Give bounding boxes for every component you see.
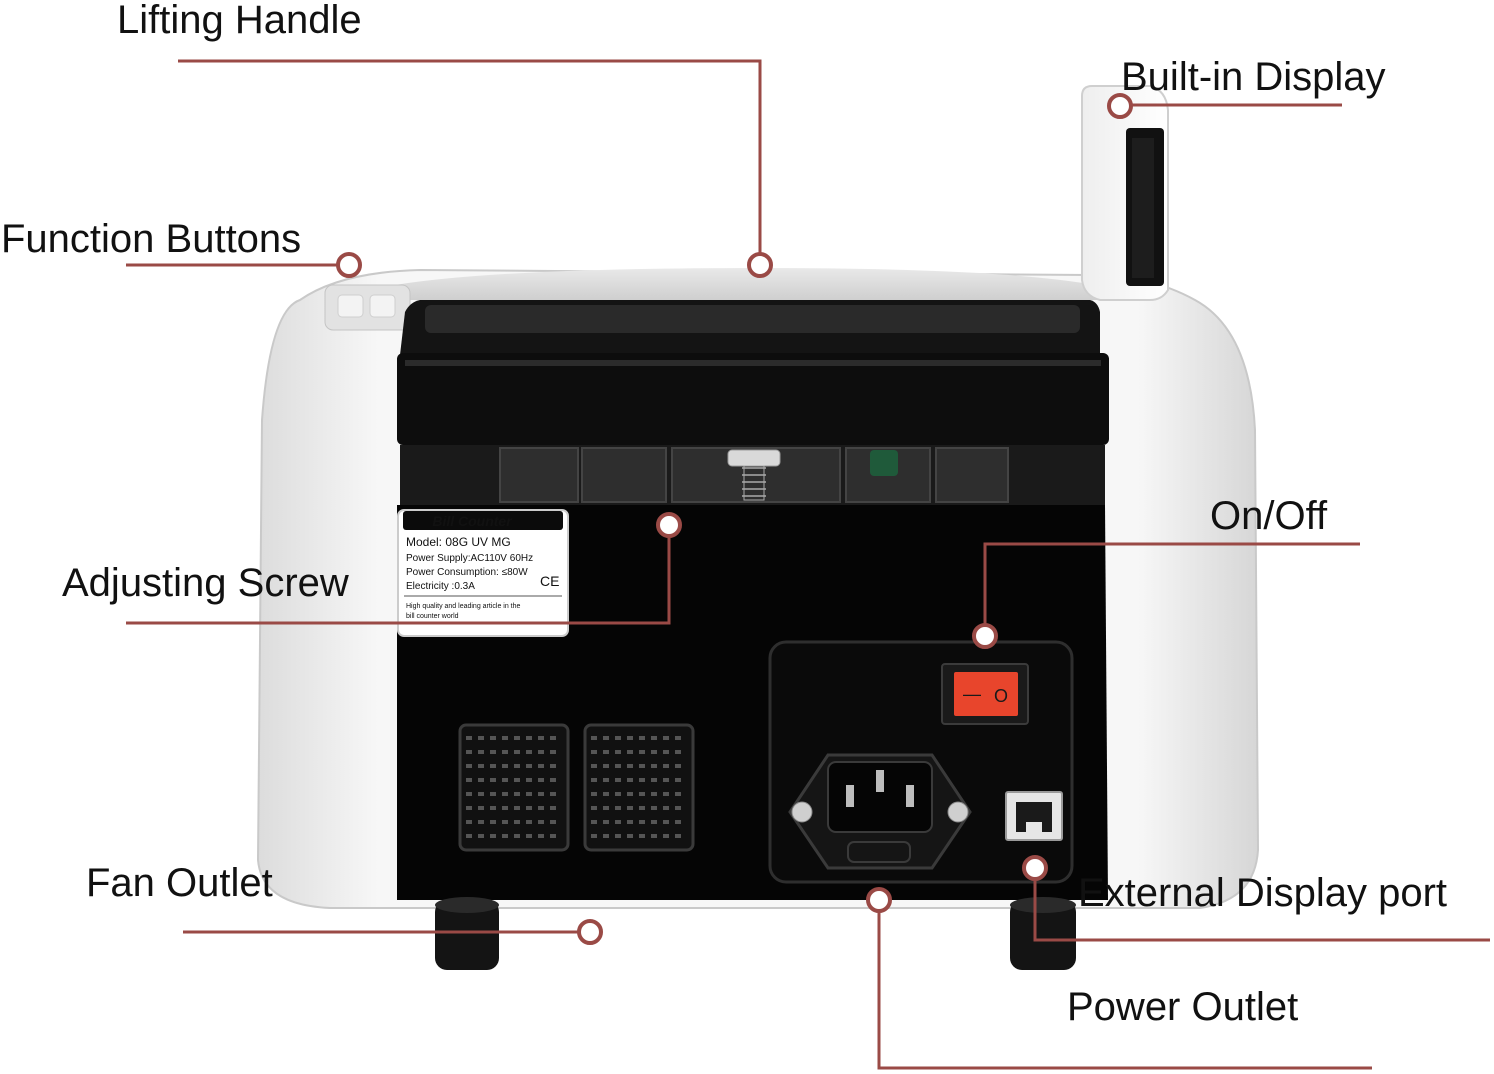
label-built-in-display: Built-in Display — [1121, 55, 1386, 99]
dot-on-off — [972, 623, 998, 649]
dot-built-in-display — [1107, 93, 1133, 119]
dot-lifting-handle — [747, 252, 773, 278]
nameplate-label: Bill Counter Model: 08G UV MG Power Supp… — [397, 509, 569, 637]
switch-on-symbol: — — [963, 684, 981, 704]
leader-on-off — [983, 542, 1360, 634]
switch-off-symbol: O — [994, 686, 1008, 706]
nameplate-tagline-2: bill counter world — [406, 613, 459, 620]
label-fan-outlet: Fan Outlet — [86, 861, 273, 905]
external-display-port — [1005, 791, 1063, 841]
label-function-buttons: Function Buttons — [1, 217, 301, 261]
nameplate-electricity: Electricity :0.3A — [406, 581, 475, 592]
adjusting-screw — [727, 449, 781, 501]
bill-counter-machine: — O — [256, 85, 1260, 970]
dot-adjusting-screw — [656, 512, 682, 538]
callout-labels: Lifting Handle Built-in Display Function… — [1, 0, 1447, 1029]
nameplate-title: Bill Counter — [432, 513, 513, 529]
built-in-display — [1081, 85, 1169, 301]
label-lifting-handle: Lifting Handle — [117, 0, 362, 42]
nameplate-model: Model: 08G UV MG — [406, 535, 511, 549]
callout-leaders — [126, 59, 1490, 1070]
ce-mark: CE — [540, 573, 559, 589]
power-inlet — [788, 753, 972, 870]
foot-right — [1010, 900, 1076, 970]
dot-external-display-port — [1022, 855, 1048, 881]
label-on-off: On/Off — [1210, 494, 1328, 538]
dot-fan-outlet — [577, 919, 603, 945]
leader-power-outlet — [877, 900, 1372, 1070]
leader-adjusting-screw — [126, 527, 671, 625]
foot-left — [435, 900, 499, 970]
fan-outlet-vents — [458, 723, 695, 852]
nameplate-power-consumption: Power Consumption: ≤80W — [406, 567, 528, 578]
dot-function-buttons — [336, 252, 362, 278]
front-plate — [397, 353, 1109, 445]
on-off-switch: — O — [941, 663, 1029, 725]
label-external-display-port: External Display port — [1078, 871, 1447, 915]
nameplate-tagline-1: High quality and leading article in the — [406, 603, 521, 610]
nameplate-power-supply: Power Supply:AC110V 60Hz — [406, 553, 533, 564]
top-lid — [395, 268, 1100, 300]
leader-lifting-handle — [178, 59, 762, 262]
leader-external-display-port — [1033, 868, 1490, 942]
callout-dots — [336, 93, 1133, 945]
label-power-outlet: Power Outlet — [1067, 985, 1298, 1029]
dot-power-outlet — [866, 887, 892, 913]
label-adjusting-screw: Adjusting Screw — [62, 561, 349, 605]
